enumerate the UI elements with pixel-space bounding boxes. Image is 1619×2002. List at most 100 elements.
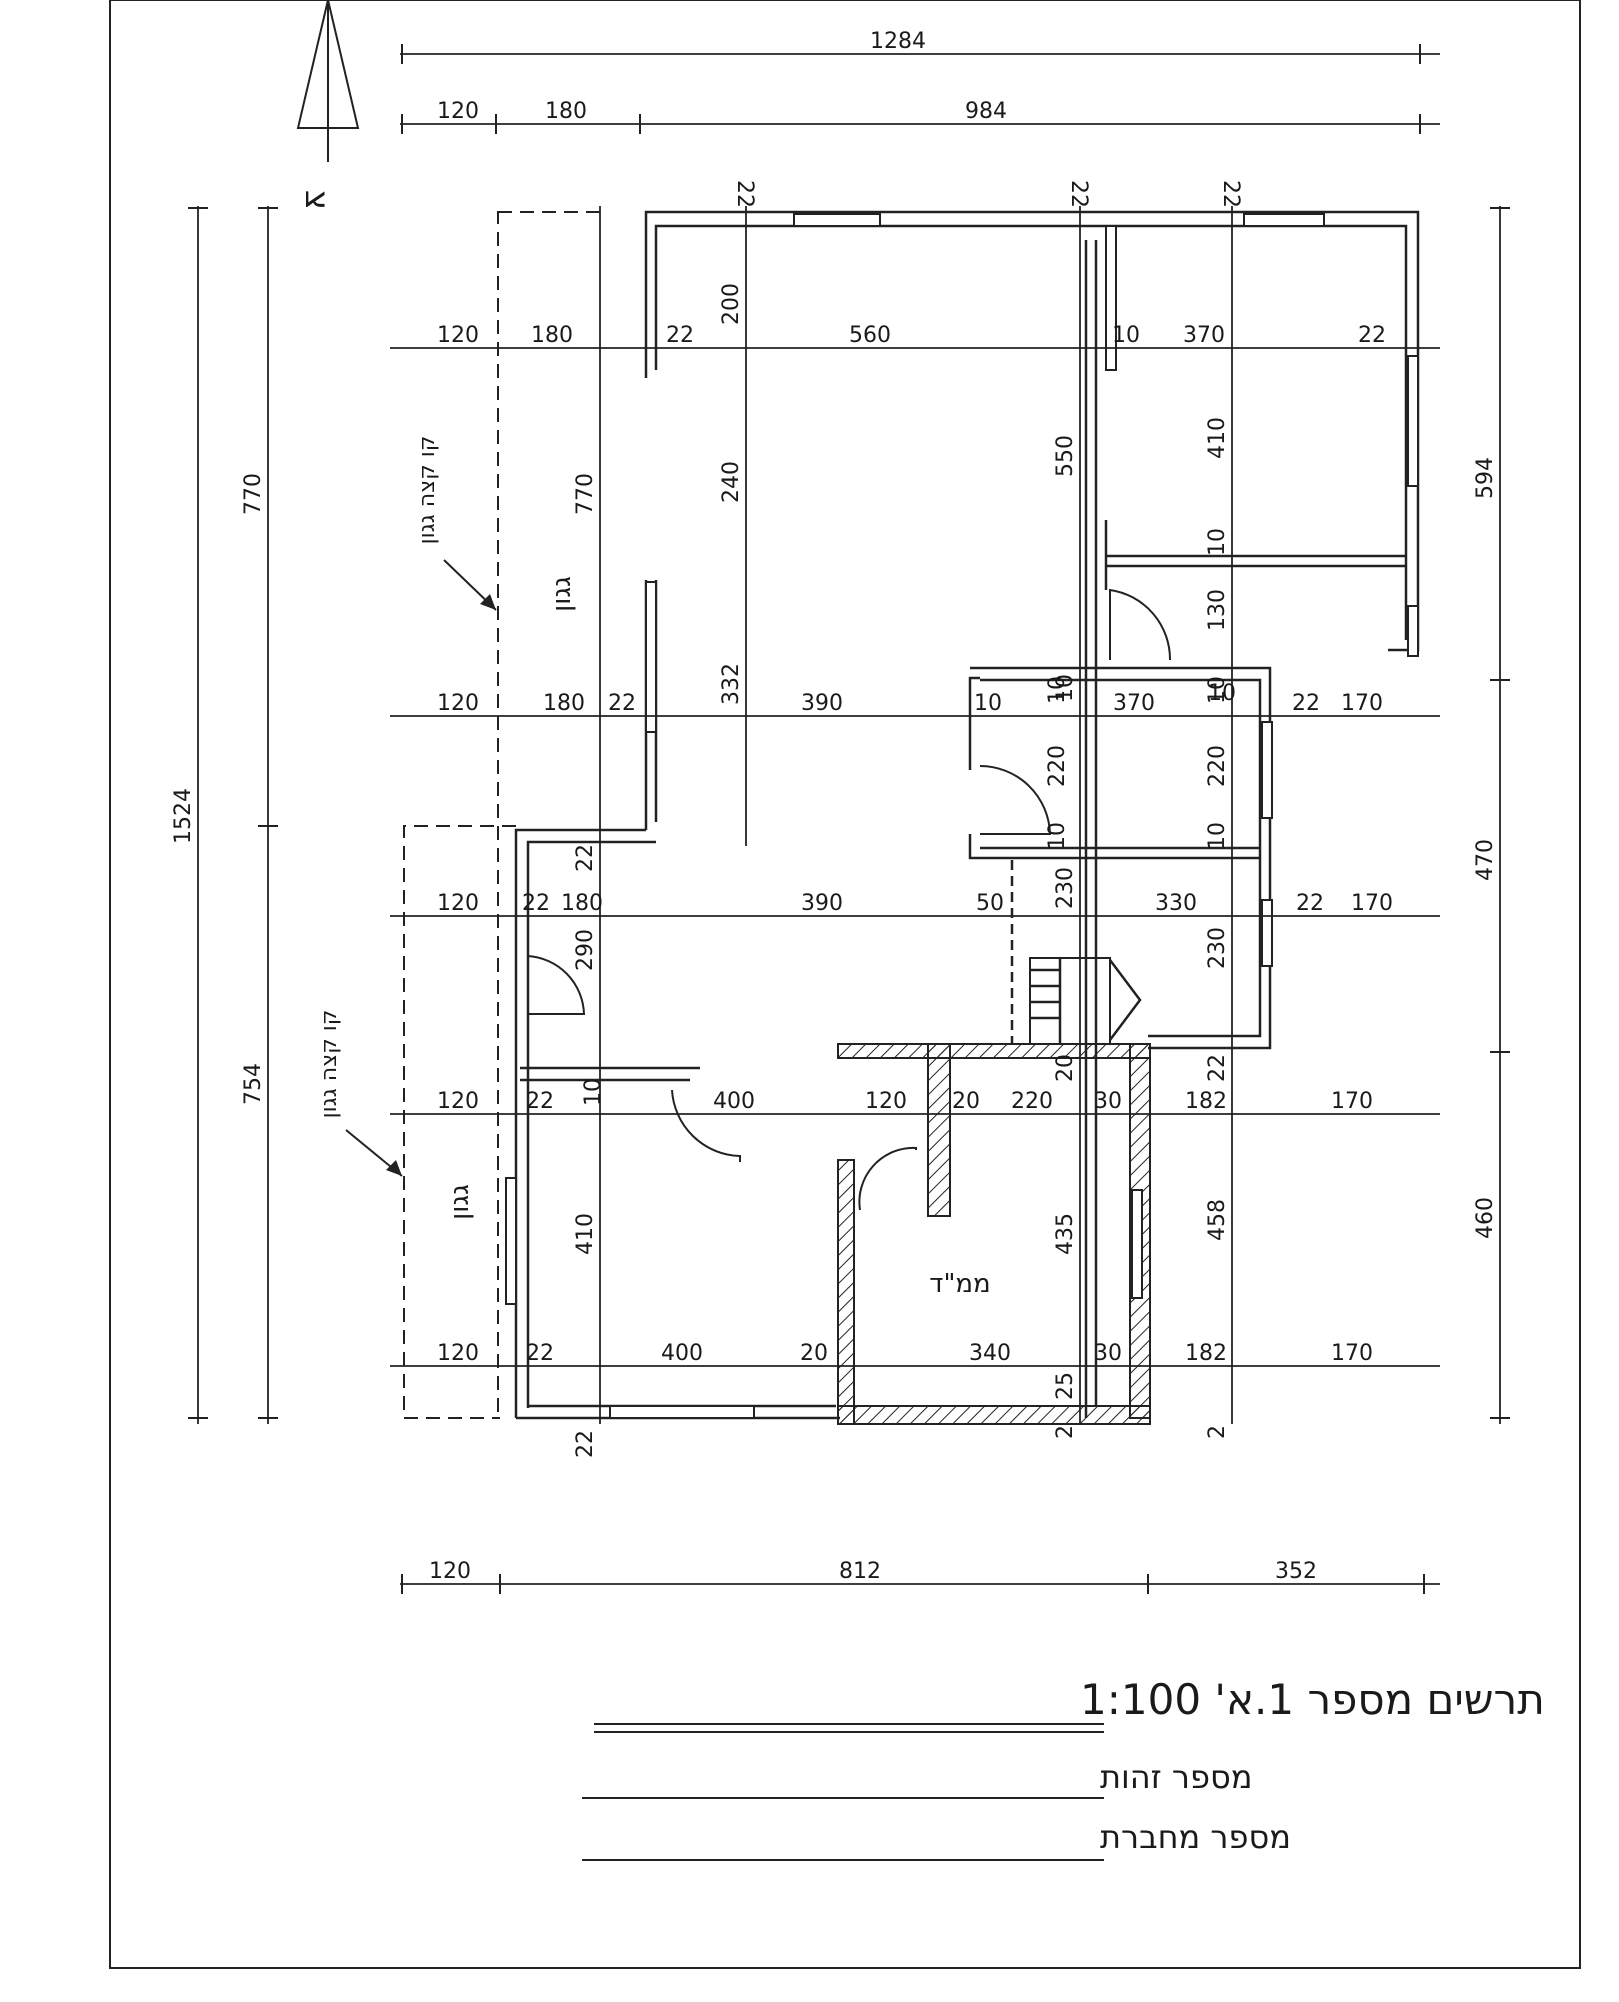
dim-row4-9: 170 — [1331, 1089, 1373, 1114]
dim-top-total: 1284 — [870, 29, 926, 54]
dimension-lines — [197, 53, 1501, 1585]
dim-vcol3-1: 410 — [1205, 417, 1230, 459]
arrowhead-roof-top — [480, 594, 496, 610]
dim-vcol4-1: 22 — [573, 844, 598, 872]
dim-row1-5: 370 — [1183, 323, 1225, 348]
dim-vcol4-0: 770 — [573, 473, 598, 515]
dim-row4-8: 182 — [1185, 1089, 1227, 1114]
dim-row5-5: 30 — [1094, 1341, 1122, 1366]
notebook-number-label: מספר מחברת — [1100, 1818, 1291, 1856]
dim-vcol3-0: 22 — [1218, 180, 1243, 208]
dim-vcol2-1: 550 — [1053, 435, 1078, 477]
dim-vcol2-0: 22 — [1066, 180, 1091, 208]
dim-vcol3-5: 220 — [1205, 745, 1230, 787]
dim-vcol3-10: 2 — [1205, 1425, 1230, 1439]
dim-vcol3-3: 130 — [1205, 589, 1230, 631]
dim-vcol2-3: 230 — [1053, 867, 1078, 909]
dim-row2-5: 370 — [1113, 691, 1155, 716]
dim-row1-6: 22 — [1358, 323, 1386, 348]
dim-left-total: 1524 — [171, 788, 196, 844]
drawing-title: תרשים מספר 1.א' 1:100 — [1080, 1675, 1545, 1724]
dim-vcol3-6: 10 — [1205, 822, 1230, 850]
dim-row3-2: 180 — [561, 891, 603, 916]
dim-vcol3-4: 10 — [1205, 676, 1230, 704]
dim-row2-1: 180 — [543, 691, 585, 716]
walls — [514, 210, 1420, 1420]
dim-row5-3: 20 — [800, 1341, 828, 1366]
dim-row2-0: 120 — [437, 691, 479, 716]
dimension-texts: 1284 120 180 984 120 180 22 560 10 370 2… — [171, 29, 1498, 1584]
dim-bottom-c: 352 — [1275, 1559, 1317, 1584]
dim-vcol1-0: 22 — [732, 180, 757, 208]
dim-row4-5: 20 — [952, 1089, 980, 1114]
dim-row1-4: 10 — [1112, 323, 1140, 348]
dim-row4-7: 30 — [1094, 1089, 1122, 1114]
dim-row5-7: 170 — [1331, 1341, 1373, 1366]
dim-row3-6: 22 — [1296, 891, 1324, 916]
dim-row2-8: 170 — [1341, 691, 1383, 716]
dim-right-a: 594 — [1473, 457, 1498, 499]
dimension-ticks — [188, 44, 1510, 1594]
dim-vcol2-4: 20 — [1053, 1054, 1078, 1082]
arrowhead-roof-bottom — [386, 1160, 402, 1176]
dim-vroom-1: 220 — [1045, 745, 1070, 787]
dim-row2-4: 10 — [974, 691, 1002, 716]
dim-row5-1: 22 — [526, 1341, 554, 1366]
dim-vcol3-7: 230 — [1205, 927, 1230, 969]
dim-vcol3-2: 10 — [1205, 528, 1230, 556]
annotation-roof-edge-bottom: קו קצה גגון — [317, 1010, 342, 1119]
north-label: צ — [297, 190, 337, 210]
dim-vcol4-2: 290 — [573, 929, 598, 971]
dim-row1-2: 22 — [666, 323, 694, 348]
doors — [527, 588, 1172, 1211]
dim-row4-0: 120 — [437, 1089, 479, 1114]
sheet-border — [109, 0, 1581, 1969]
dim-row2-3: 390 — [801, 691, 843, 716]
dim-right-b: 470 — [1473, 839, 1498, 881]
dim-vcol2-2: 10 — [1053, 674, 1078, 702]
dim-row2-6: 10 — [1208, 681, 1236, 706]
dim-row1-1: 180 — [531, 323, 573, 348]
dim-row5-0: 120 — [437, 1341, 479, 1366]
dim-row4-3: 400 — [713, 1089, 755, 1114]
dim-vcol1-1: 200 — [719, 283, 744, 325]
dim-row3-3: 390 — [801, 891, 843, 916]
dim-top-b: 180 — [545, 99, 587, 124]
dim-row3-5: 330 — [1155, 891, 1197, 916]
safe-room-walls — [837, 1043, 1151, 1425]
dim-row4-4: 120 — [865, 1089, 907, 1114]
north-arrow-icon — [296, 0, 360, 162]
dim-top-c: 984 — [965, 99, 1007, 124]
dim-vroom-2: 10 — [1045, 822, 1070, 850]
dim-row3-0: 120 — [437, 891, 479, 916]
dim-row3-1: 22 — [522, 891, 550, 916]
dim-vroom-0: 10 — [1045, 676, 1070, 704]
dim-vcol3-9: 458 — [1205, 1199, 1230, 1241]
dim-vcol2-7: 2 — [1053, 1425, 1078, 1439]
windows — [505, 213, 1419, 1419]
dim-row2-7: 22 — [1292, 691, 1320, 716]
dim-right-c: 460 — [1473, 1197, 1498, 1239]
dim-row2-2: 22 — [608, 691, 636, 716]
id-number-label: מספר זהות — [1100, 1758, 1252, 1796]
dim-row5-4: 340 — [969, 1341, 1011, 1366]
dim-vcol1-2: 240 — [719, 461, 744, 503]
dim-bottom-a: 120 — [429, 1559, 471, 1584]
dim-top-a: 120 — [437, 99, 479, 124]
room-label-roof-bottom: גגון — [445, 1184, 475, 1220]
dim-bottom-b: 812 — [839, 1559, 881, 1584]
dim-row4-2: 10 — [581, 1078, 606, 1106]
annotation-roof-edge-top: קו קצה גגון — [415, 436, 440, 545]
dim-row3-4: 50 — [976, 891, 1004, 916]
dim-vcol4-4: 410 — [573, 1213, 598, 1255]
dim-left-lower: 754 — [241, 1063, 266, 1105]
room-label-roof-top: גגון — [547, 576, 577, 612]
dim-row1-0: 120 — [437, 323, 479, 348]
dim-row5-6: 182 — [1185, 1341, 1227, 1366]
dim-row5-2: 400 — [661, 1341, 703, 1366]
dim-vcol2-6: 25 — [1053, 1372, 1078, 1400]
dim-row4-1: 22 — [526, 1089, 554, 1114]
dim-vcol4-5: 22 — [573, 1430, 598, 1458]
